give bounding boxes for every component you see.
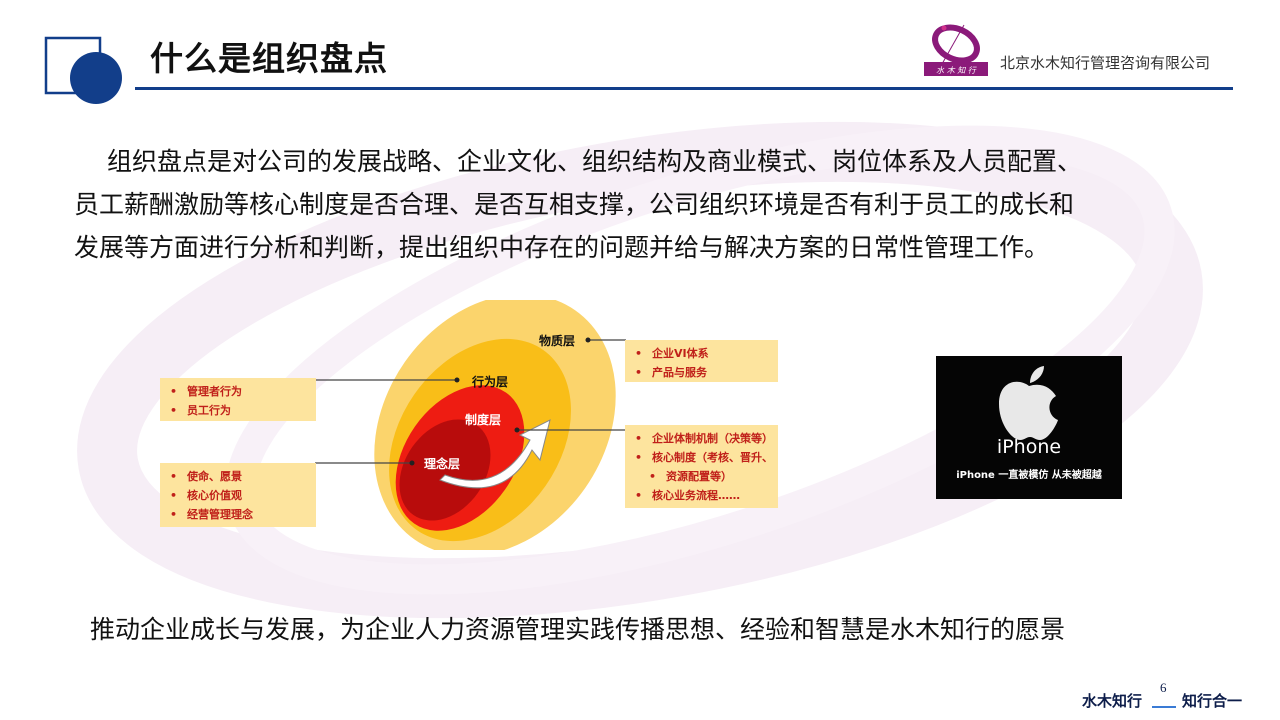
footer-left: 水木知行: [1082, 692, 1143, 710]
iphone-image: iPhone iPhone 一直被模仿 从未被超越: [936, 356, 1122, 499]
box-item-continued: 资源配置等）: [635, 467, 778, 486]
paragraph-line: 发展等方面进行分析和判断，提出组织中存在的问题并给与解决方案的日常性管理工作。: [74, 233, 1050, 262]
material-box: 企业VI体系 产品与服务: [625, 340, 778, 382]
definition-paragraph: 组织盘点是对公司的发展战略、企业文化、组织结构及商业模式、岗位体系及人员配置、 …: [74, 140, 1214, 269]
iphone-title: iPhone: [996, 436, 1062, 458]
footer-right: 知行合一: [1182, 692, 1243, 710]
layer-system-label: 制度层: [465, 413, 502, 427]
page-number: 6: [1160, 680, 1167, 695]
title-decoration-icon: [44, 36, 122, 104]
box-item: 经营管理理念: [170, 505, 316, 524]
apple-logo-icon: [999, 366, 1058, 440]
behavior-box: 管理者行为 员工行为: [160, 378, 316, 421]
header-divider: [135, 87, 1233, 90]
box-item: 核心价值观: [170, 486, 316, 505]
system-box: 企业体制机制（决策等） 核心制度（考核、晋升、 资源配置等） 核心业务流程……: [625, 425, 778, 508]
box-item: 员工行为: [170, 401, 316, 420]
box-item: 使命、愿景: [170, 467, 316, 486]
company-name: 北京水木知行管理咨询有限公司: [1000, 56, 1211, 72]
concept-box: 使命、愿景 核心价值观 经营管理理念: [160, 463, 316, 527]
paragraph-line: 组织盘点是对公司的发展战略、企业文化、组织结构及商业模式、岗位体系及人员配置、: [107, 147, 1083, 176]
culture-layer-diagram: [315, 300, 626, 550]
company-logo: 水 木 知 行: [924, 24, 988, 76]
layer-concept-label: 理念层: [424, 457, 461, 471]
vision-statement: 推动企业成长与发展，为企业人力资源管理实践传播思想、经验和智慧是水木知行的愿景: [90, 615, 1066, 644]
page-title: 什么是组织盘点: [150, 39, 388, 78]
layer-behavior-label: 行为层: [472, 375, 509, 389]
box-item: 企业VI体系: [635, 344, 778, 363]
box-item: 管理者行为: [170, 382, 316, 401]
svg-text:水 木 知 行: 水 木 知 行: [936, 66, 977, 75]
paragraph-line: 员工薪酬激励等核心制度是否合理、是否互相支撑，公司组织环境是否有利于员工的成长和: [74, 190, 1075, 219]
box-item: 核心制度（考核、晋升、: [635, 448, 778, 467]
layer-material-label: 物质层: [539, 334, 576, 348]
page-number-underline: [1152, 706, 1176, 708]
box-item: 核心业务流程……: [635, 486, 778, 505]
iphone-slogan: iPhone 一直被模仿 从未被超越: [956, 470, 1102, 481]
box-item: 产品与服务: [635, 363, 778, 382]
box-item: 企业体制机制（决策等）: [635, 429, 778, 448]
